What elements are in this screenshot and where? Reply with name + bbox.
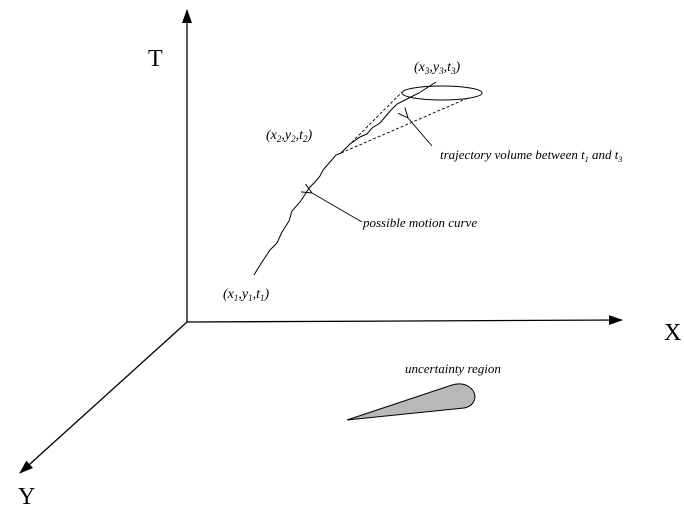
t-axis-label: T — [148, 46, 163, 72]
motion-curve-arrow — [312, 193, 363, 223]
x-axis — [186, 315, 623, 326]
trajectory-volume-label: trajectory volume between t1 and t3 — [440, 147, 622, 164]
cone-edge-lower — [340, 97, 469, 154]
uncertainty-ellipse-t3 — [401, 85, 483, 101]
trajectory-segment — [340, 81, 437, 154]
y-axis — [19, 321, 188, 474]
uncertainty-region-label: uncertainty region — [405, 361, 501, 376]
x-axis-label: X — [664, 320, 681, 346]
y-axis-label: Y — [18, 484, 35, 508]
point-label-p3: (x3,y3,t3) — [414, 60, 461, 76]
trajectory-volume-arrow — [408, 118, 433, 147]
motion-curve-label: possible motion curve — [362, 215, 477, 230]
motion-curve — [253, 152, 342, 276]
point-label-p2: (x2,y2,t2) — [266, 128, 313, 144]
cone-edge-upper — [340, 91, 403, 154]
point-label-p1: (x1,y1,t1) — [223, 287, 270, 303]
uncertainty-region-shape — [346, 383, 476, 421]
